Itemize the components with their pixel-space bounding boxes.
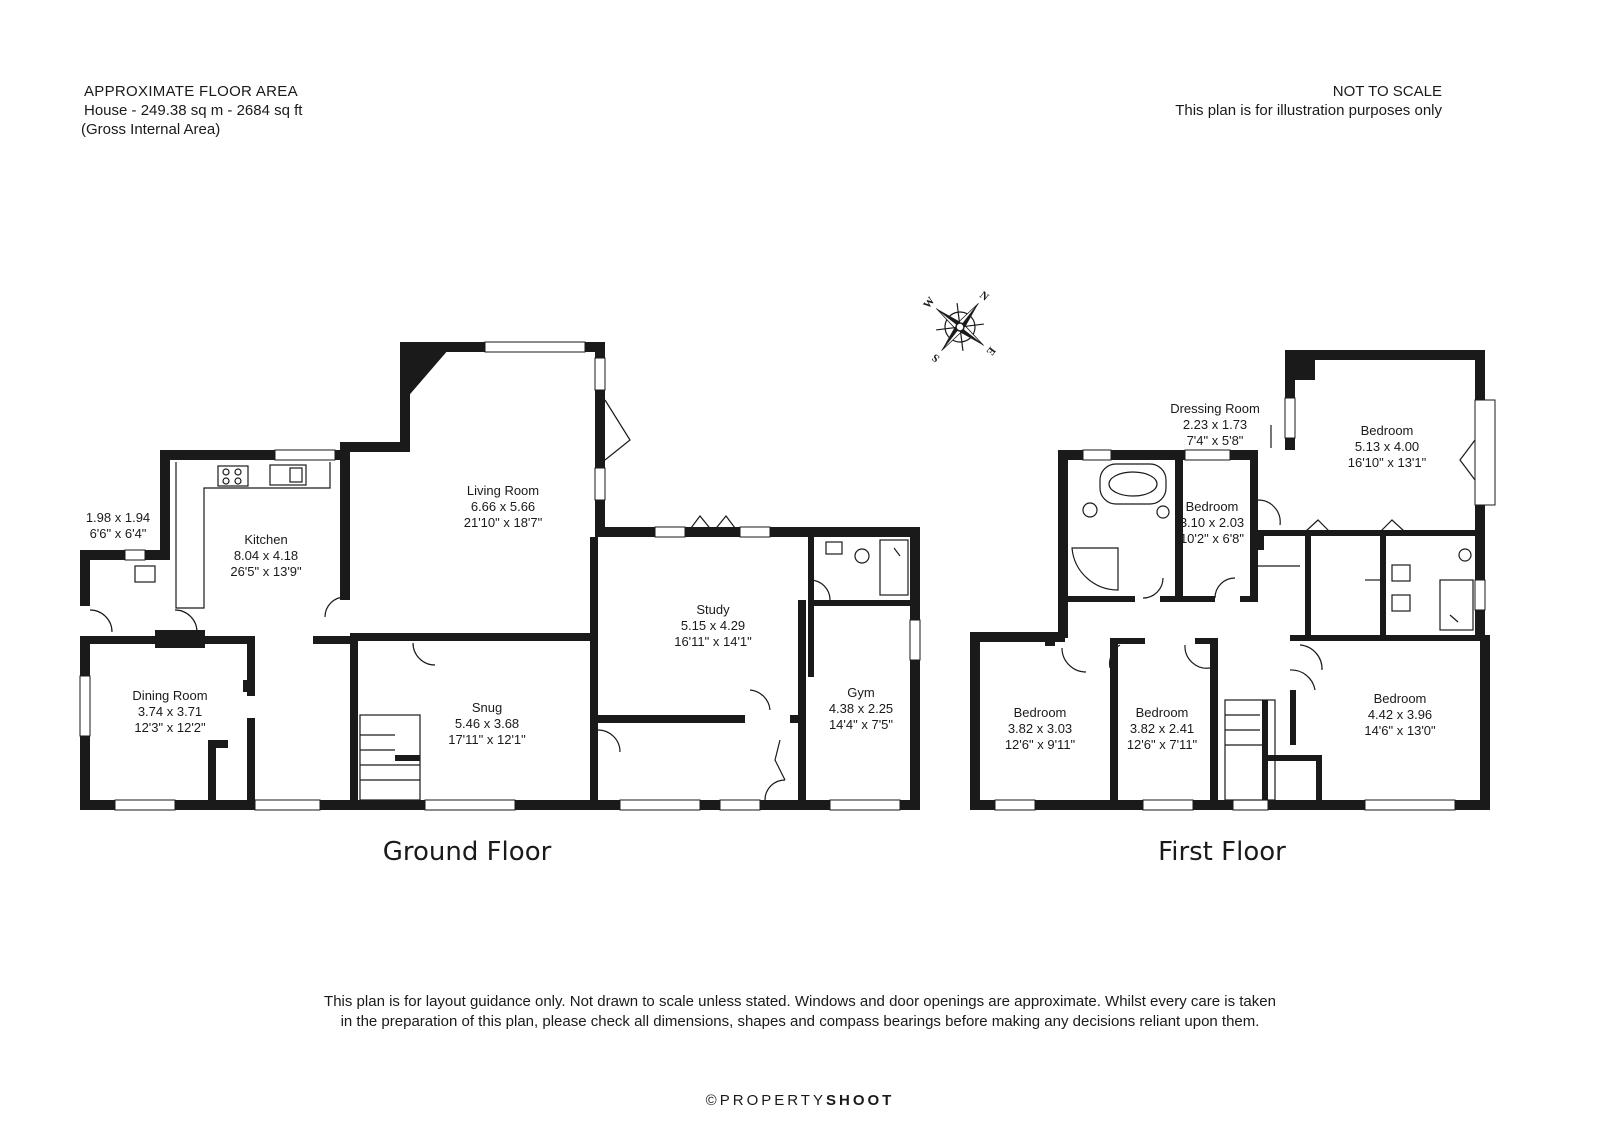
bed5-imperial: 14'6" x 13'0" (1364, 723, 1436, 738)
dressing-imperial: 7'4" x 5'8" (1187, 433, 1244, 448)
first-floor-labels: Dressing Room 2.23 x 1.73 7'4" x 5'8" Be… (1005, 401, 1436, 867)
first-floor-plan (970, 350, 1496, 811)
scale-title: NOT TO SCALE (1332, 83, 1442, 100)
compass-east: E (984, 344, 998, 357)
bed1-imperial: 16'10" x 13'1" (1348, 455, 1427, 470)
brand-first: PROPERTY (719, 1092, 826, 1109)
bed5-name: Bedroom (1374, 691, 1427, 706)
brand-copyright: © (705, 1092, 720, 1109)
compass-south: S (930, 351, 942, 364)
porch-metric: 1.98 x 1.94 (86, 510, 150, 525)
disclaimer-line-1: This plan is for layout guidance only. N… (324, 993, 1276, 1010)
kitchen-name: Kitchen (244, 532, 287, 547)
area-title: APPROXIMATE FLOOR AREA (84, 83, 298, 100)
study-name: Study (696, 602, 730, 617)
bed4-metric: 3.82 x 2.41 (1130, 721, 1194, 736)
snug-name: Snug (472, 700, 502, 715)
living-name: Living Room (467, 483, 539, 498)
snug-metric: 5.46 x 3.68 (455, 716, 519, 731)
bed2-imperial: 10'2" x 6'8" (1180, 531, 1244, 546)
area-value: House - 249.38 sq m - 2684 sq ft (84, 102, 303, 119)
ground-floor-title: Ground Floor (383, 837, 552, 867)
ground-floor-labels: 1.98 x 1.94 6'6" x 6'4" Kitchen 8.04 x 4… (86, 483, 894, 867)
disclaimer: This plan is for layout guidance only. N… (0, 992, 1600, 1032)
area-note: (Gross Internal Area) (81, 121, 221, 138)
bed1-metric: 5.13 x 4.00 (1355, 439, 1419, 454)
bed4-name: Bedroom (1136, 705, 1189, 720)
porch-imperial: 6'6" x 6'4" (90, 526, 147, 541)
gym-name: Gym (847, 685, 874, 700)
study-metric: 5.15 x 4.29 (681, 618, 745, 633)
ground-floor-plan (79, 341, 921, 811)
dining-imperial: 12'3" x 12'2" (134, 720, 206, 735)
gym-metric: 4.38 x 2.25 (829, 701, 893, 716)
scale-info: NOT TO SCALE This plan is for illustrati… (1175, 82, 1442, 120)
brand-second: SHOOT (825, 1092, 895, 1109)
snug-imperial: 17'11" x 12'1" (448, 732, 526, 747)
gym-imperial: 14'4" x 7'5" (829, 717, 893, 732)
bed1-name: Bedroom (1361, 423, 1414, 438)
compass-north: N (977, 289, 991, 303)
first-floor-title: First Floor (1158, 837, 1286, 867)
kitchen-imperial: 26'5" x 13'9" (230, 564, 302, 579)
dining-name: Dining Room (132, 688, 207, 703)
dressing-metric: 2.23 x 1.73 (1183, 417, 1247, 432)
compass-icon: N E S W (921, 289, 998, 364)
bed2-name: Bedroom (1186, 499, 1239, 514)
bed3-name: Bedroom (1014, 705, 1067, 720)
dressing-name: Dressing Room (1170, 401, 1260, 416)
bed3-metric: 3.82 x 3.03 (1008, 721, 1072, 736)
kitchen-metric: 8.04 x 4.18 (234, 548, 298, 563)
bed3-imperial: 12'6" x 9'11" (1005, 737, 1076, 752)
study-imperial: 16'11" x 14'1" (674, 634, 752, 649)
compass-west: W (921, 295, 937, 311)
scale-note: This plan is for illustration purposes o… (1175, 102, 1442, 119)
living-metric: 6.66 x 5.66 (471, 499, 535, 514)
brand-logo: ©PROPERTYSHOOT (0, 1092, 1600, 1109)
disclaimer-line-2: in the preparation of this plan, please … (340, 1013, 1260, 1030)
dining-metric: 3.74 x 3.71 (138, 704, 202, 719)
bed4-imperial: 12'6" x 7'11" (1127, 737, 1198, 752)
floor-area-info: APPROXIMATE FLOOR AREA House - 249.38 sq… (81, 82, 303, 139)
bed2-metric: 3.10 x 2.03 (1180, 515, 1244, 530)
bed5-metric: 4.42 x 3.96 (1368, 707, 1432, 722)
living-imperial: 21'10" x 18'7" (464, 515, 543, 530)
